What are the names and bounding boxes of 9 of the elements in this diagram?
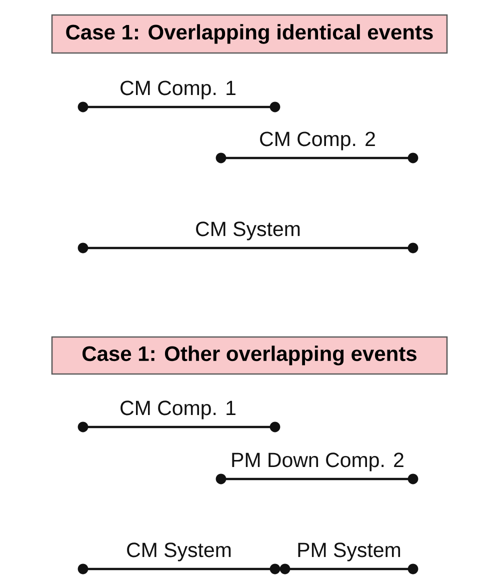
interval-label: CM Comp. 1 — [120, 80, 236, 100]
interval-label: CM Comp. 1 — [120, 400, 236, 420]
heading-box: Case 1: Other overlapping events — [51, 336, 448, 375]
interval-label: CM System — [196, 222, 300, 240]
interval-label: PM System — [298, 542, 400, 562]
interval-label: CM Comp. 2 — [260, 132, 375, 150]
interval-label: CM System — [127, 542, 231, 562]
heading-box: Case 1: Overlapping identical events — [51, 14, 448, 54]
interval-label: PM Down Comp. 2 — [232, 452, 404, 472]
